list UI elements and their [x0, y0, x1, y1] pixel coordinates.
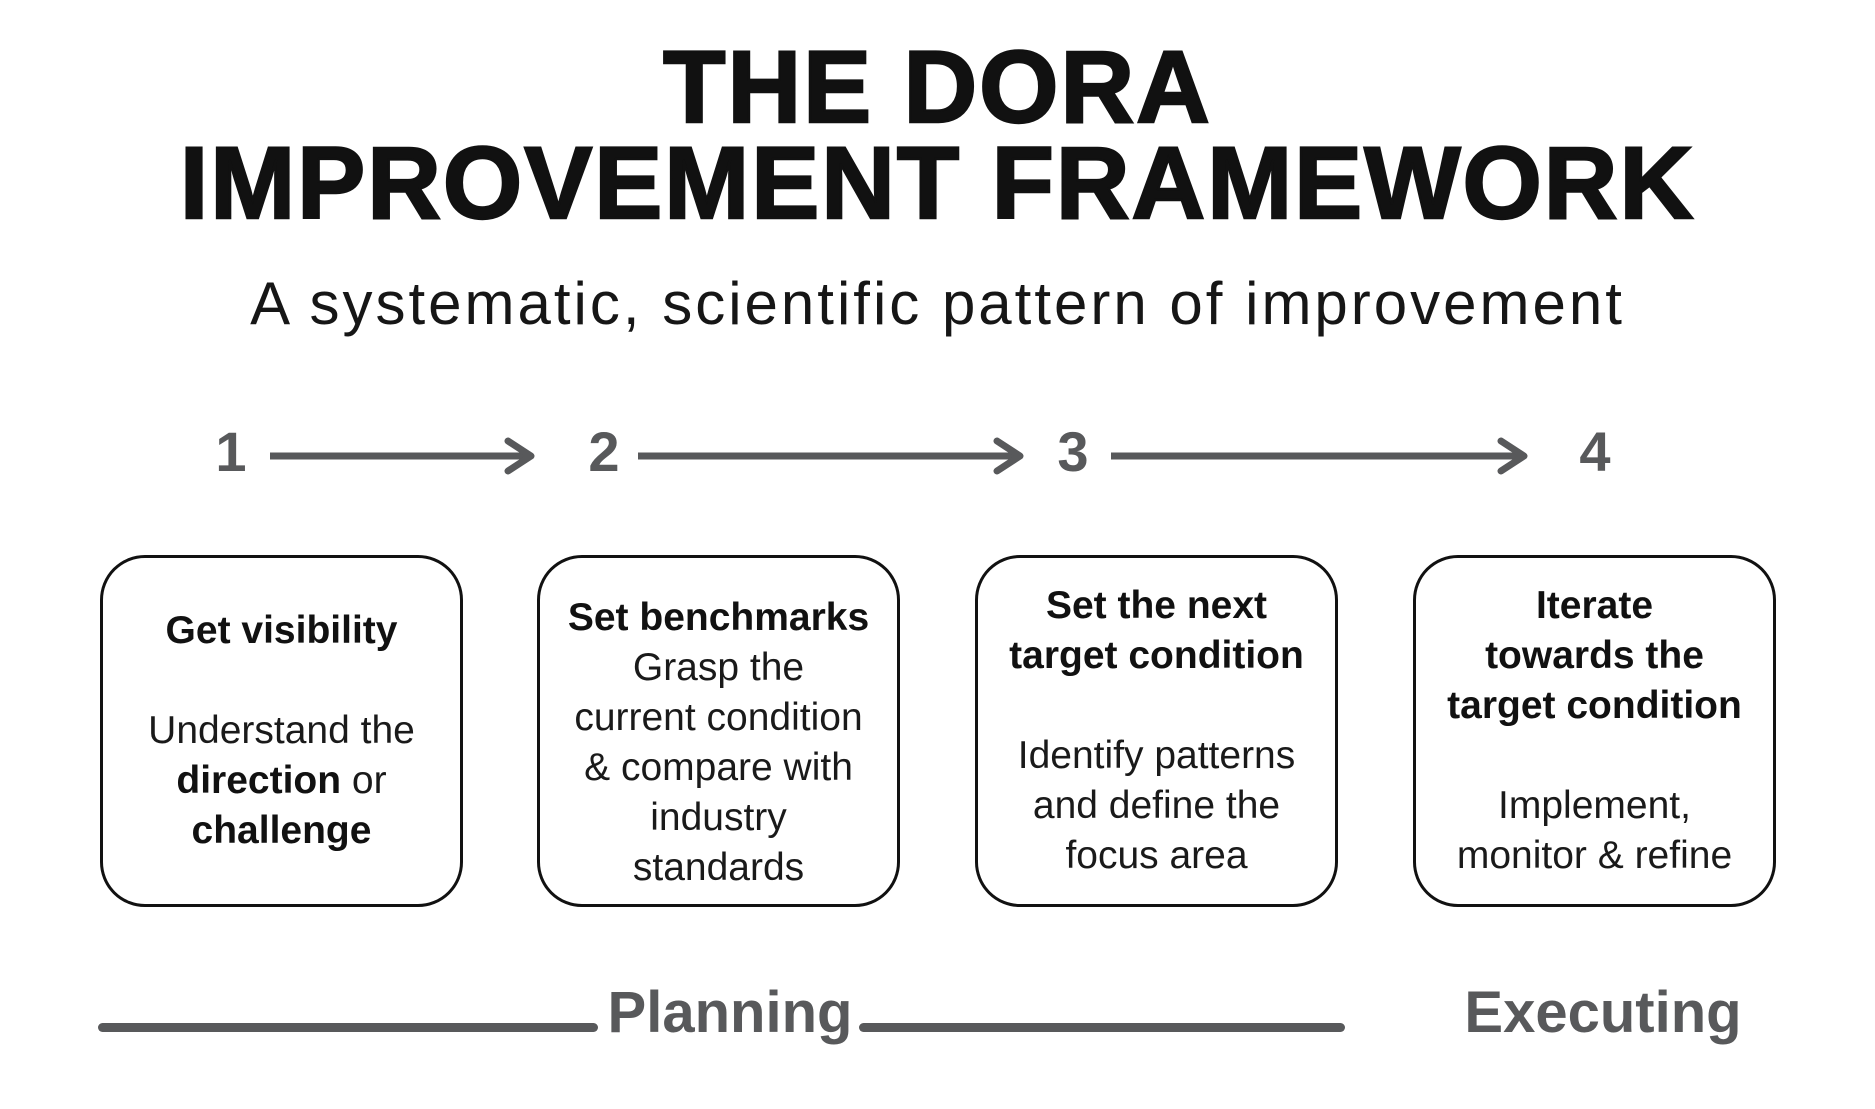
card-text-line: [978, 681, 1335, 731]
card-text-segment: Identify patterns: [1017, 734, 1296, 777]
card-text-segment: Iterate: [1535, 584, 1654, 627]
arrow-right-icon: [1109, 436, 1529, 476]
card-text-line: industry: [540, 793, 897, 843]
card-text-line: Set benchmarks: [540, 593, 897, 643]
card-text-segment: & compare with: [584, 746, 853, 789]
card-iterate-towards-target: Iterate towards the target condition Imple…: [1413, 555, 1776, 907]
card-text-segment: direction: [176, 759, 342, 802]
card-text-line: & compare with: [540, 743, 897, 793]
card-text-segment: or: [341, 759, 387, 802]
step-number-1: 1: [215, 420, 247, 483]
step-number-3: 3: [1057, 420, 1089, 483]
card-text-line: Grasp the: [540, 643, 897, 693]
card-text-line: direction or: [103, 756, 460, 806]
card-text-segment: Set the next: [1045, 584, 1268, 627]
card-text-segment: Get visibility: [165, 609, 398, 652]
step-number-2: 2: [588, 420, 620, 483]
card-content: Iterate towards the target condition Imple…: [1416, 581, 1773, 881]
card-text-line: Set the next: [978, 581, 1335, 631]
page-title-line-1: THE DORA: [662, 30, 1212, 144]
planning-divider-line-left: [98, 1023, 598, 1032]
card-content: Set the next target condition Identify pa…: [978, 581, 1335, 881]
card-text-line: [1416, 731, 1773, 781]
card-text-line: Identify patterns: [978, 731, 1335, 781]
card-text-line: and define the: [978, 781, 1335, 831]
card-text-line: towards the: [1416, 631, 1773, 681]
card-text-segment: Grasp the: [632, 646, 805, 689]
arrow-right-icon: [636, 436, 1025, 476]
card-text-segment: focus area: [1065, 834, 1248, 877]
card-text-segment: monitor & refine: [1456, 834, 1733, 877]
card-text-segment: current condition: [574, 696, 863, 739]
phase-label-planning: Planning: [607, 980, 853, 1045]
card-text-line: current condition: [540, 693, 897, 743]
card-text-line: Iterate: [1416, 581, 1773, 631]
card-text-segment: target condition: [1447, 684, 1742, 727]
card-text-line: focus area: [978, 831, 1335, 881]
step-number-4: 4: [1579, 420, 1611, 483]
card-text-segment: Implement,: [1498, 784, 1691, 827]
page-subtitle: A systematic, scientific pattern of impr…: [250, 270, 1625, 337]
card-text-line: [103, 656, 460, 706]
page-title-line-2: IMPROVEMENT FRAMEWORK: [179, 126, 1696, 240]
card-text-segment: standards: [632, 846, 805, 889]
card-text-line: Implement,: [1416, 781, 1773, 831]
card-text-line: Understand the: [103, 706, 460, 756]
phase-label-executing: Executing: [1464, 980, 1742, 1045]
card-text-segment: industry: [650, 796, 787, 839]
card-text-segment: and define the: [1032, 784, 1281, 827]
arrow-right-icon: [268, 436, 536, 476]
card-text-line: monitor & refine: [1416, 831, 1773, 881]
card-text-line: challenge: [103, 806, 460, 856]
card-text-line: Get visibility: [103, 606, 460, 656]
planning-divider-line-right: [859, 1023, 1345, 1032]
card-text-segment: challenge: [191, 809, 372, 852]
card-text-line: target condition: [978, 631, 1335, 681]
card-text-line: standards: [540, 843, 897, 893]
card-text-segment: Understand the: [148, 709, 415, 752]
card-set-next-target-condition: Set the next target condition Identify pa…: [975, 555, 1338, 907]
card-text-line: target condition: [1416, 681, 1773, 731]
card-text-segment: target condition: [1009, 634, 1304, 677]
card-text-segment: Set benchmarks: [567, 596, 870, 639]
card-text-segment: towards the: [1485, 634, 1704, 677]
